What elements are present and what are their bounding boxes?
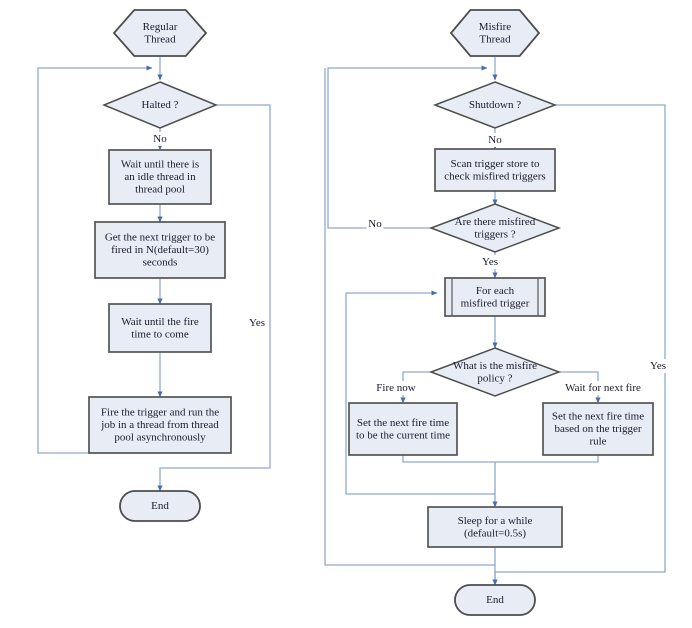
- process-sleep-for-a-while[interactable]: Sleep for a while(default=0.5s): [427, 506, 563, 548]
- edge-label-misfired-yes-halo: [478, 255, 502, 269]
- decision-shutdown[interactable]: Shutdown ?: [432, 81, 558, 129]
- edge-label-policy-fire-now: Fire now: [376, 382, 415, 394]
- connector-halted-yes-to-end: [157, 104, 271, 492]
- connector-actions-merge: [402, 455, 599, 463]
- process-sleep-for-a-while-label: Sleep for a while(default=0.5s): [458, 514, 533, 539]
- edge-label-halted-yes: Yes: [249, 317, 265, 329]
- end-misfire-thread-label: End: [486, 594, 504, 606]
- decision-shutdown-label: Shutdown ?: [469, 99, 521, 111]
- end-regular-thread-shape: [119, 490, 201, 522]
- process-set-next-fire-trigger-rule-shape: [542, 402, 654, 456]
- end-misfire-thread[interactable]: End: [454, 584, 536, 616]
- edge-label-halted-no-halo: [151, 132, 169, 146]
- start-misfire-thread-shape: [449, 9, 541, 57]
- decision-halted-shape: [102, 81, 218, 129]
- decision-are-there-misfired-triggers-shape: [428, 203, 562, 253]
- edge-label-shutdown-yes: Yes: [650, 360, 666, 372]
- connector-sleep-loop-back: [324, 68, 496, 566]
- end-misfire-thread-shape: [454, 584, 536, 616]
- process-fire-trigger-shape: [88, 396, 232, 454]
- process-wait-idle-thread-shape: [108, 149, 212, 205]
- edge-label-misfired-yes: Yes: [482, 256, 498, 268]
- edge-label-policy-fire-now-halo: [368, 381, 424, 395]
- decision-halted-label: Halted ?: [142, 99, 179, 111]
- process-set-next-fire-current-time-shape: [348, 402, 458, 456]
- edge-label-shutdown-no: No: [488, 134, 502, 146]
- process-scan-trigger-store-shape: [434, 148, 556, 192]
- edge-label-halted-no: No: [153, 133, 167, 145]
- process-sleep-for-a-while-shape: [427, 506, 563, 548]
- edge-label-shutdown-yes-halo: [646, 359, 670, 373]
- edge-label-policy-wait-next: Wait for next fire: [565, 382, 641, 394]
- decision-halted[interactable]: Halted ?: [102, 81, 218, 129]
- edge-label-policy-wait-next-halo: [543, 381, 663, 395]
- connector-shutdown-yes-to-end: [492, 104, 666, 586]
- decision-shutdown-shape: [432, 81, 558, 129]
- decision-misfire-policy-shape: [428, 347, 562, 397]
- end-regular-thread-label: End: [151, 500, 169, 512]
- connector-loop-back-for-each: [345, 290, 495, 495]
- edge-label-shutdown-no-halo: [486, 133, 504, 147]
- end-regular-thread[interactable]: End: [119, 490, 201, 522]
- connector-misfired-no-loop-top: [327, 65, 488, 229]
- edge-label-misfired-no: No: [368, 218, 382, 230]
- start-regular-thread-shape: [112, 9, 208, 57]
- process-get-next-trigger-shape: [94, 221, 226, 279]
- predefined-process-for-each-misfired-trigger-shape: [444, 277, 546, 317]
- process-wait-fire-time-shape: [108, 303, 212, 353]
- edge-label-halted-yes-halo: [245, 316, 269, 330]
- edge-label-misfired-no-halo: [366, 217, 384, 231]
